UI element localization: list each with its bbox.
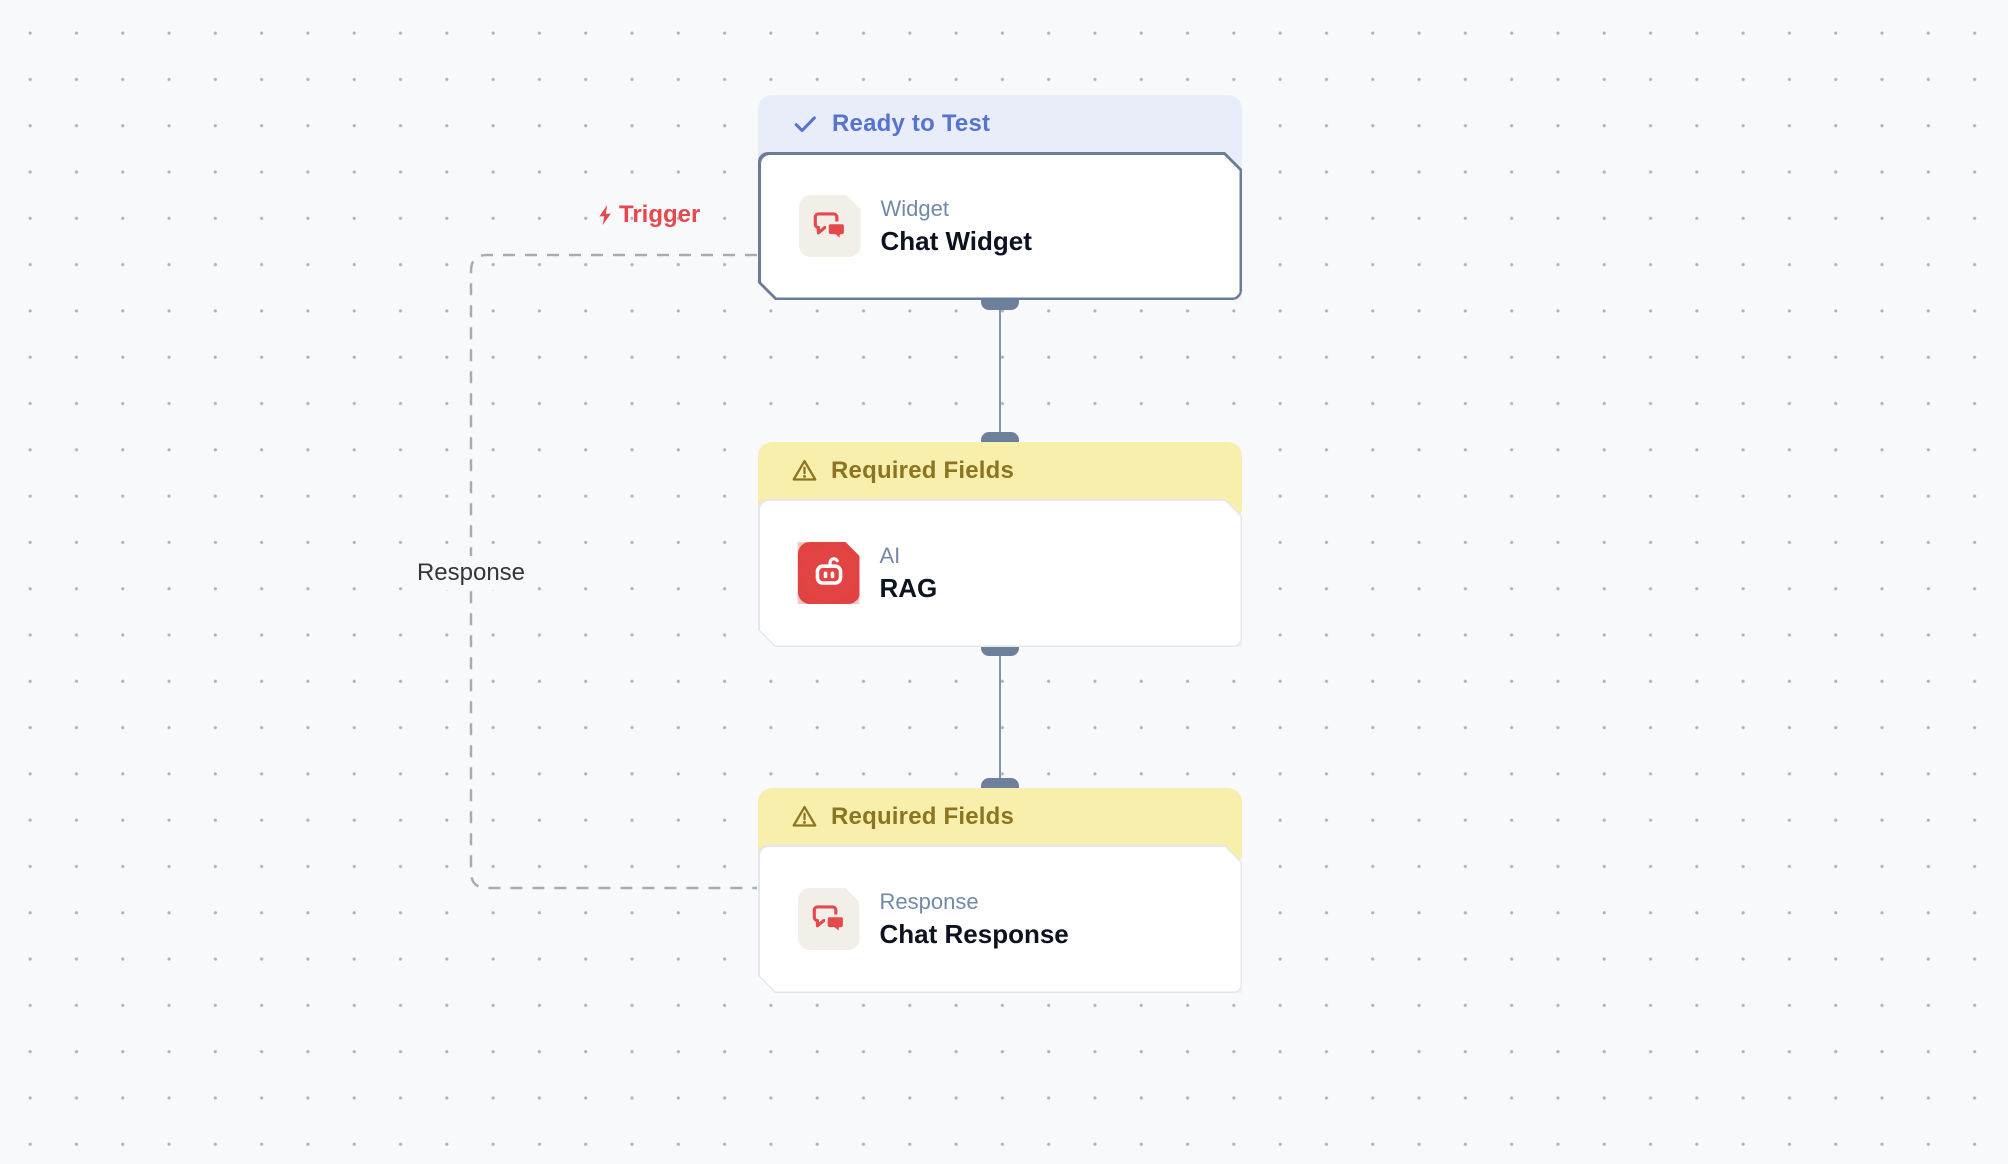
node-title: RAG xyxy=(879,572,938,603)
input-port-handle[interactable] xyxy=(981,778,1019,788)
node-rag[interactable]: Required Fields AI RAG xyxy=(758,442,1242,647)
chat-bubbles-icon xyxy=(799,195,861,257)
node-chat-response[interactable]: Required Fields Response xyxy=(758,788,1242,993)
node-title: Chat Widget xyxy=(880,225,1032,256)
warning-triangle-icon xyxy=(792,805,817,827)
node-card[interactable]: Response Chat Response xyxy=(758,845,1242,993)
node-category: AI xyxy=(879,542,901,568)
lightning-bolt-icon xyxy=(599,205,611,225)
connector-widget-to-rag[interactable] xyxy=(980,300,1020,442)
output-port-handle[interactable] xyxy=(981,646,1019,656)
node-card[interactable]: AI RAG xyxy=(758,499,1242,647)
chat-bubbles-icon xyxy=(798,888,860,950)
status-banner-label: Required Fields xyxy=(831,802,1015,830)
connector-rag-to-response[interactable] xyxy=(980,646,1020,788)
node-card[interactable]: Widget Chat Widget xyxy=(758,152,1242,300)
warning-triangle-icon xyxy=(792,459,817,481)
input-port-handle[interactable] xyxy=(981,432,1019,442)
output-port-handle[interactable] xyxy=(981,300,1019,310)
connector-line xyxy=(998,646,1002,788)
node-title: Chat Response xyxy=(879,918,1069,949)
robot-icon xyxy=(798,542,860,604)
status-banner-label: Ready to Test xyxy=(832,109,991,137)
trigger-edge-label-text: Trigger xyxy=(619,201,701,228)
response-edge-label: Response xyxy=(407,556,535,590)
trigger-edge-label: Trigger xyxy=(594,201,700,229)
status-banner-label: Required Fields xyxy=(831,456,1015,484)
node-chat-widget[interactable]: Ready to Test Widget xyxy=(758,95,1242,300)
node-category: Response xyxy=(879,888,979,914)
connector-line xyxy=(998,300,1002,442)
check-icon xyxy=(794,115,816,132)
node-category: Widget xyxy=(880,195,949,221)
